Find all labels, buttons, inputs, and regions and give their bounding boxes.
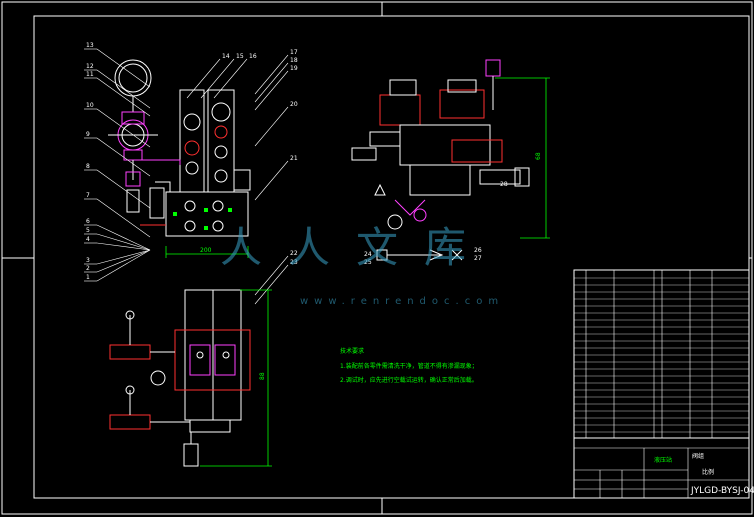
callout-18: 18 <box>290 57 298 64</box>
callout-28: 28 <box>500 181 508 188</box>
callout-27: 27 <box>474 255 482 262</box>
callout-2: 2 <box>86 265 90 272</box>
callout-5: 5 <box>86 227 90 234</box>
parts-list <box>573 269 750 439</box>
callout-12: 12 <box>86 63 94 70</box>
dimension-height-right: 68 <box>535 152 542 160</box>
top-view: 88 <box>109 289 272 467</box>
callout-20: 20 <box>290 101 298 108</box>
callout-11: 11 <box>86 71 94 78</box>
callout-4: 4 <box>86 236 90 243</box>
callout-15: 15 <box>236 53 244 60</box>
title-block-scale: 比例 <box>702 468 714 476</box>
callout-14: 14 <box>222 53 230 60</box>
watermark-url: www.renrendoc.com <box>300 296 504 307</box>
callout-22: 22 <box>290 250 298 257</box>
notes-line-2: 2.调试时，应先进行空载试运转，确认正常后加载。 <box>340 376 478 384</box>
callout-9: 9 <box>86 131 90 138</box>
callout-6: 6 <box>86 218 90 225</box>
side-view: 68 <box>351 59 550 261</box>
dimension-height-bottom: 88 <box>259 372 266 380</box>
pressure-gauge <box>114 59 152 97</box>
valve-block <box>165 191 249 237</box>
callout-3: 3 <box>86 257 90 264</box>
dimension-width: 200 <box>200 247 212 254</box>
callout-13: 13 <box>86 42 94 49</box>
watermark-text: 人人文库 <box>220 223 492 272</box>
title-block: 液压站 阀组 比例 JYLGD-BYSJ-04 <box>573 437 754 499</box>
drawing-number: JYLGD-BYSJ-04 <box>690 486 754 496</box>
watermark: 人人文库 www.renrendoc.com <box>220 223 504 307</box>
callout-21: 21 <box>290 155 298 162</box>
callout-16: 16 <box>249 53 257 60</box>
callout-25: 25 <box>364 259 372 266</box>
callout-26: 26 <box>474 247 482 254</box>
callout-19: 19 <box>290 65 298 72</box>
title-block-name: 液压站 <box>654 456 672 464</box>
callout-7: 7 <box>86 192 90 199</box>
callout-17: 17 <box>290 49 298 56</box>
callout-8: 8 <box>86 163 90 170</box>
callout-24: 24 <box>364 251 372 258</box>
notes-title: 技术要求 <box>340 347 364 355</box>
callout-1: 1 <box>86 274 90 281</box>
technical-notes: 技术要求 1.装配前各零件需清洗干净，管道不得有渗漏现象； 2.调试时，应先进行… <box>340 347 478 384</box>
callout-10: 10 <box>86 102 94 109</box>
callout-23: 23 <box>290 259 298 266</box>
title-block-subtitle: 阀组 <box>692 452 704 460</box>
inner-frame <box>33 15 750 499</box>
notes-line-1: 1.装配前各零件需清洗干净，管道不得有渗漏现象； <box>340 362 478 370</box>
